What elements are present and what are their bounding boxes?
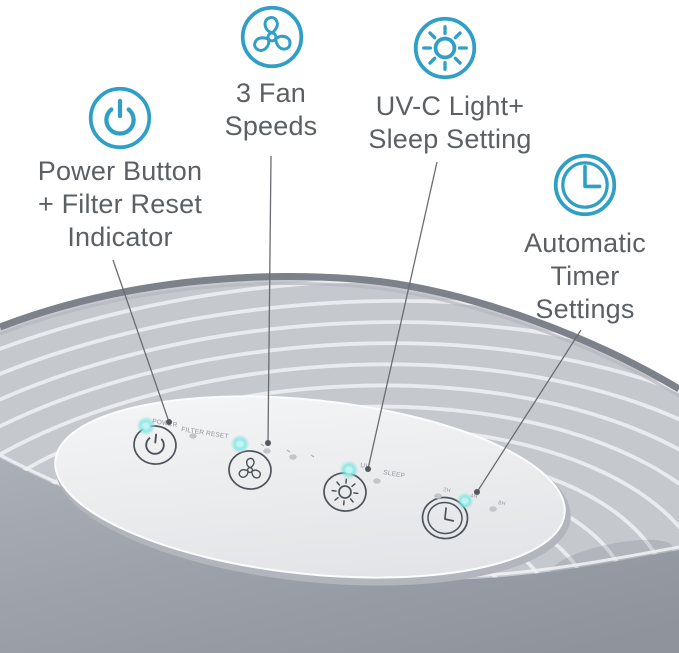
fan-speed-1-led-on (230, 434, 250, 454)
timer-4h-led-on (456, 492, 474, 510)
callout-lines (112, 155, 582, 493)
callout-timer-label: Automatic Timer Settings (524, 227, 646, 326)
rim-inner-shadow (0, 282, 679, 398)
timer-8h-led-off (489, 506, 497, 512)
panel-label-4h: 4H (470, 493, 478, 500)
fan-speed-2-led-off (263, 448, 271, 454)
label-line: Automatic (524, 228, 646, 258)
fan-speed-button (228, 450, 272, 490)
label-line: + Filter Reset (37, 189, 203, 219)
label-line: Power Button (37, 156, 203, 186)
label-line: 3 Fan (235, 78, 307, 108)
sun-icon (411, 14, 479, 82)
label-line: Indicator (67, 222, 173, 252)
pointer-line-uv (367, 161, 438, 470)
label-line: Settings (535, 294, 635, 324)
callout-power-label: Power Button + Filter Reset Indicator (38, 155, 203, 254)
power-icon (86, 84, 154, 152)
power-led-on (136, 416, 156, 436)
label-line: Timer (550, 261, 620, 291)
front-body (0, 458, 679, 653)
pointer-line-power (112, 259, 170, 423)
panel-label-power: POWER (152, 418, 178, 429)
pointer-dot-uv (365, 466, 371, 472)
pointer-dot-timer (474, 489, 480, 495)
label-line: UV-C Light+ (375, 91, 525, 121)
pointer-line-timer (476, 329, 582, 493)
callout-fan-label: 3 Fan Speeds (225, 77, 318, 143)
panel-label-sleep: SLEEP (383, 469, 406, 480)
timer-button (421, 496, 469, 540)
label-line: Sleep Setting (368, 124, 532, 154)
label-line: Speeds (224, 111, 318, 141)
power-button (133, 425, 177, 465)
uv-led-on (339, 460, 359, 480)
sleep-led-off (373, 478, 381, 484)
fan-icon (238, 3, 306, 71)
pointer-dot-fan (265, 440, 271, 446)
clock-icon (551, 151, 619, 219)
callout-uvc-label: UV-C Light+ Sleep Setting (368, 90, 531, 156)
fan-speed-ticks (260, 443, 315, 458)
fan-speed-3-led-off (289, 454, 297, 460)
timer-2h-led-off (434, 493, 442, 499)
filter-reset-led-off (189, 433, 197, 439)
panel-label-8h: 8H (498, 500, 506, 507)
panel-label-uv: UV (360, 462, 371, 471)
pointer-dot-power (166, 419, 172, 425)
callout-line-dots (166, 419, 480, 495)
device-rim (0, 273, 679, 392)
pointer-line-fan (267, 155, 272, 444)
panel-label-2h: 2H (443, 487, 451, 494)
